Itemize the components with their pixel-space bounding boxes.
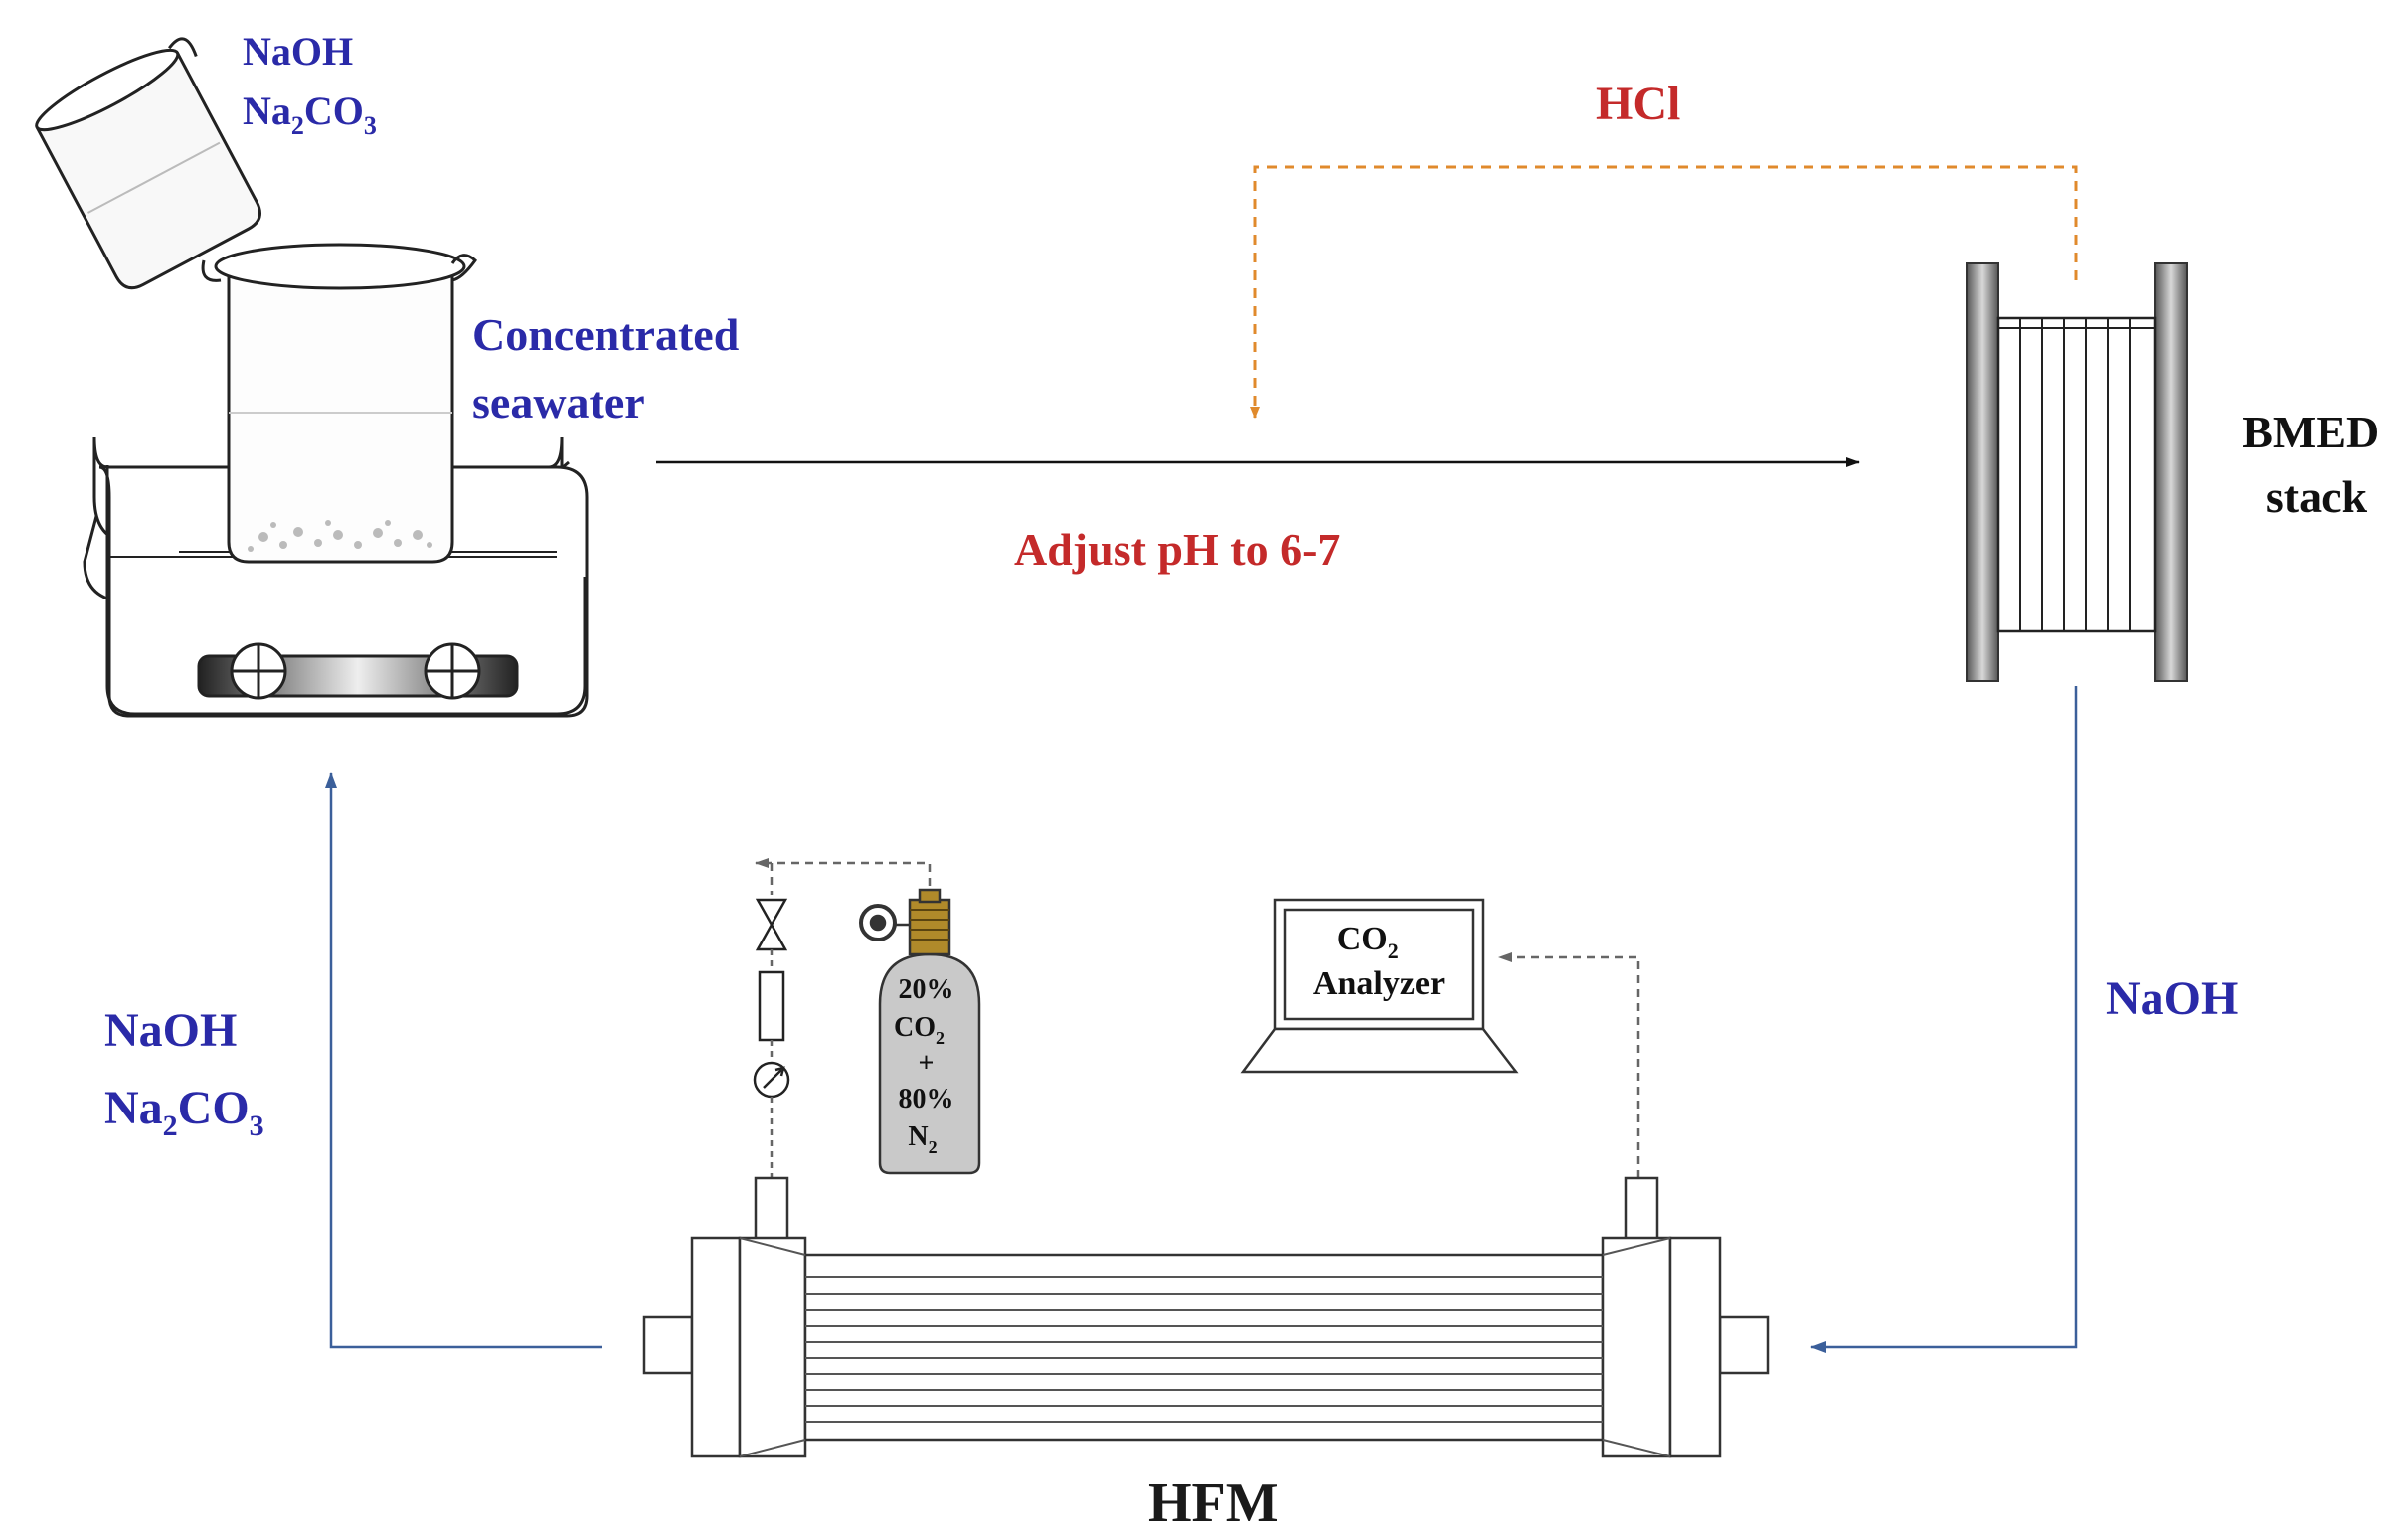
flowmeter-icon [758, 970, 785, 1042]
hfm-module-icon [642, 1176, 1770, 1458]
analyzer-sample-line [1498, 952, 1640, 1178]
gas-feed-line [770, 861, 932, 900]
gas-cylinder-icon [859, 888, 981, 1175]
naoh-flow-line [1810, 686, 2078, 1353]
adjust-ph-label: Adjust pH to 6-7 [1014, 524, 1340, 575]
cylinder-label: 20% CO2 + 80% N2 [894, 974, 961, 1157]
sediment-icon [248, 520, 432, 552]
seawater-beaker-icon [201, 243, 477, 564]
reagents-top-label: NaOH Na2CO3 [243, 29, 377, 140]
naoh-right-label: NaOH [2106, 972, 2238, 1025]
knob-left-icon [230, 642, 287, 700]
analyzer-label: CO2 Analyzer [1313, 921, 1445, 1002]
knob-right-icon [424, 642, 481, 700]
reagents-left-label: NaOH Na2CO3 [104, 1004, 264, 1142]
hfm-label: HFM [1148, 1472, 1279, 1534]
hcl-flow-line [1250, 165, 2078, 419]
carbonate-return-line [325, 772, 602, 1349]
pressure-gauge-icon [753, 1061, 790, 1099]
hcl-label: HCl [1596, 78, 1680, 130]
bmed-stack-icon [1966, 262, 2188, 682]
seawater-label: Concentrated seawater [472, 309, 751, 428]
co2-analyzer-icon [1240, 898, 1519, 1074]
pouring-beaker-icon [35, 37, 261, 290]
bmed-label: BMED stack [2242, 407, 2391, 522]
valve-icon [755, 898, 788, 951]
